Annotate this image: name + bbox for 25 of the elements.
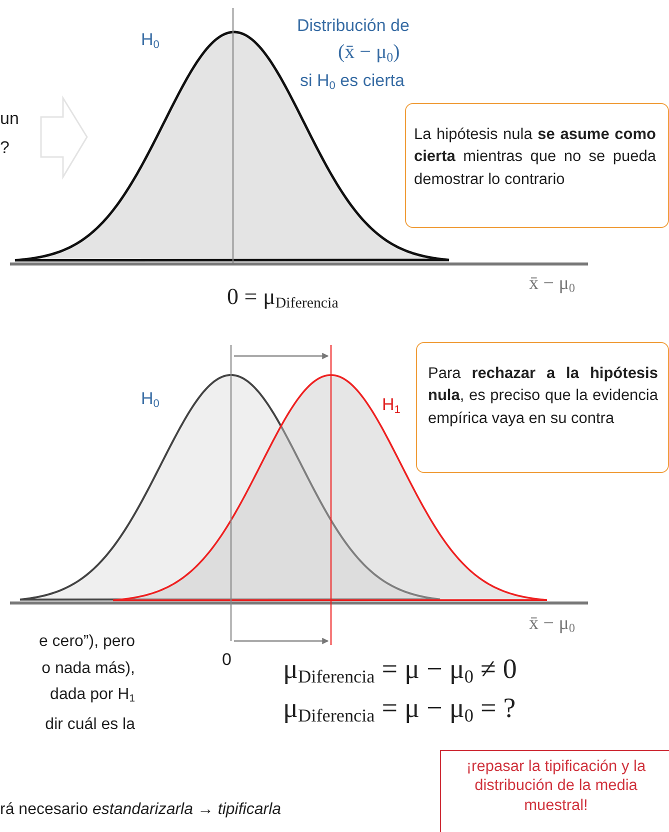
formula: (x̄ − μ$_{0}$)	[338, 41, 400, 65]
cut-off-text: rá necesario estandarizarla → tipificarla	[0, 801, 282, 819]
cut-off-text: o nada más),	[40, 660, 135, 678]
distribution-title: Distribución de	[297, 17, 410, 36]
cut-off-text: ?	[0, 139, 10, 158]
callout-box	[405, 103, 669, 228]
formula: μ$_{Diferencia}$ = μ − μ$_{0}$ = ?	[283, 694, 516, 726]
hypothesis-label: H$_{0}$	[141, 31, 160, 51]
cut-off-text: un	[0, 110, 19, 129]
axis-label: x̄ − μ$_{0}$	[529, 274, 576, 296]
cut-off-text: dir cuál es la	[44, 716, 135, 734]
cut-off-text: dada por H$_{1}$	[49, 686, 135, 706]
hypothesis-label: H$_{0}$	[141, 390, 160, 410]
callout-box	[416, 342, 669, 473]
formula: 0 = μ$_{Diferencia}$	[227, 284, 338, 312]
axis-label: 0	[222, 651, 232, 670]
callout-text: ¡repasar la tipificación y la distribución de la media muestral!	[465, 757, 647, 816]
callout-text: Para rechazar a la hipótesis nula, es preciso que la evidencia empírica vaya en su contra	[428, 364, 658, 429]
formula: μ$_{Diferencia}$ = μ − μ$_{0}$ ≠ 0	[283, 655, 517, 687]
callout-text: La hipótesis nula se asume como cierta mientras que no se pueda demostrar lo contrario	[414, 125, 656, 190]
distribution-title: si H$_{0}$ es cierta	[300, 72, 404, 92]
hypothesis-label: H$_{1}$	[382, 396, 400, 416]
axis-label: x̄ − μ$_{0}$	[529, 614, 576, 636]
note-box	[440, 750, 669, 832]
cut-off-text: e cero”), pero	[38, 633, 135, 651]
